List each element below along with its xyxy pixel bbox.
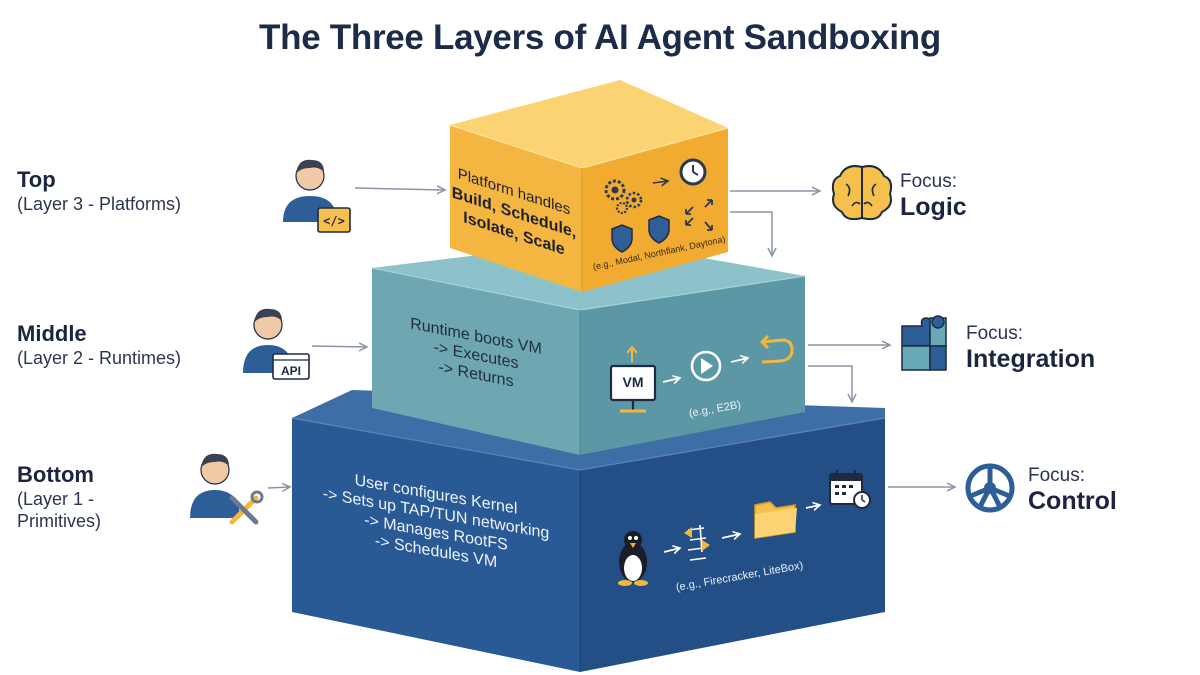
top-block-left-face (450, 125, 582, 292)
top-focus: Focus: Logic (900, 171, 967, 221)
bottom-layer-subtitle-2: Primitives) (17, 511, 101, 531)
bottom-focus: Focus: Control (1028, 465, 1117, 515)
vm-monitor-icon (609, 364, 657, 413)
bottom-layer-label: Bottom (Layer 1 - Primitives) (17, 462, 101, 532)
developer-code-icon: </> (283, 159, 351, 233)
middle-layer-name: Middle (17, 321, 87, 346)
bottom-flow-arrow (805, 505, 820, 508)
engineer-tools-icon (190, 453, 264, 525)
wheel-icon (965, 463, 1015, 513)
gears-icon (604, 179, 643, 215)
svg-text:</>: </> (323, 214, 345, 228)
upload-arrow-icon (626, 345, 638, 362)
bottom-focus-value: Control (1028, 487, 1117, 515)
top-layer-label: Top (Layer 3 - Platforms) (17, 167, 181, 215)
middle-flow-arrow (730, 358, 748, 362)
clock-icon (679, 158, 707, 186)
top-layer-subtitle: (Layer 3 - Platforms) (17, 194, 182, 214)
bottom-focus-label: Focus: (1028, 465, 1086, 486)
top-to-middle-arrow (730, 211, 772, 256)
bottom-flow-arrow (663, 548, 680, 552)
network-switch-icon (684, 524, 710, 561)
middle-focus-label: Focus: (966, 323, 1024, 344)
top-focus-label: Focus: (900, 171, 958, 192)
middle-to-bottom-arrow (808, 365, 852, 402)
top-block-top-face (450, 80, 728, 168)
bottom-layer-subtitle-1: (Layer 1 - (17, 489, 95, 509)
bottom-layer-name: Bottom (17, 462, 94, 487)
developer-api-icon: API (243, 308, 310, 380)
bottom-flow-arrow (721, 534, 740, 538)
page-title: The Three Layers of AI Agent Sandboxing (259, 18, 941, 57)
top-input-arrow (354, 188, 445, 190)
bottom-input-arrow (267, 487, 290, 488)
middle-layer-label: Middle (Layer 2 - Runtimes) (17, 321, 181, 369)
middle-layer-subtitle: (Layer 2 - Runtimes) (17, 348, 182, 368)
bottom-block-right-face (580, 418, 885, 672)
shield-icon (648, 215, 670, 244)
top-layer-name: Top (17, 167, 56, 192)
play-icon (690, 350, 722, 382)
calendar-clock-icon (829, 470, 871, 509)
top-focus-value: Logic (900, 193, 967, 221)
shield-icon (611, 224, 633, 253)
vm-label: VM (622, 374, 644, 390)
top-block (449, 80, 729, 292)
return-arrow-icon (759, 334, 794, 364)
expand-arrows-icon (685, 199, 713, 231)
bottom-block-left-face (292, 418, 580, 672)
top-flow-arrow (652, 181, 668, 183)
api-badge-text: API (281, 364, 301, 378)
middle-focus: Focus: Integration (966, 323, 1095, 373)
linux-penguin-icon (618, 531, 648, 586)
middle-block-left-face (372, 268, 580, 455)
middle-flow-arrow (662, 378, 680, 382)
middle-input-arrow (311, 346, 367, 347)
brain-icon (831, 165, 893, 221)
puzzle-icon (901, 315, 947, 371)
folder-icon (754, 501, 797, 539)
middle-focus-value: Integration (966, 345, 1096, 373)
